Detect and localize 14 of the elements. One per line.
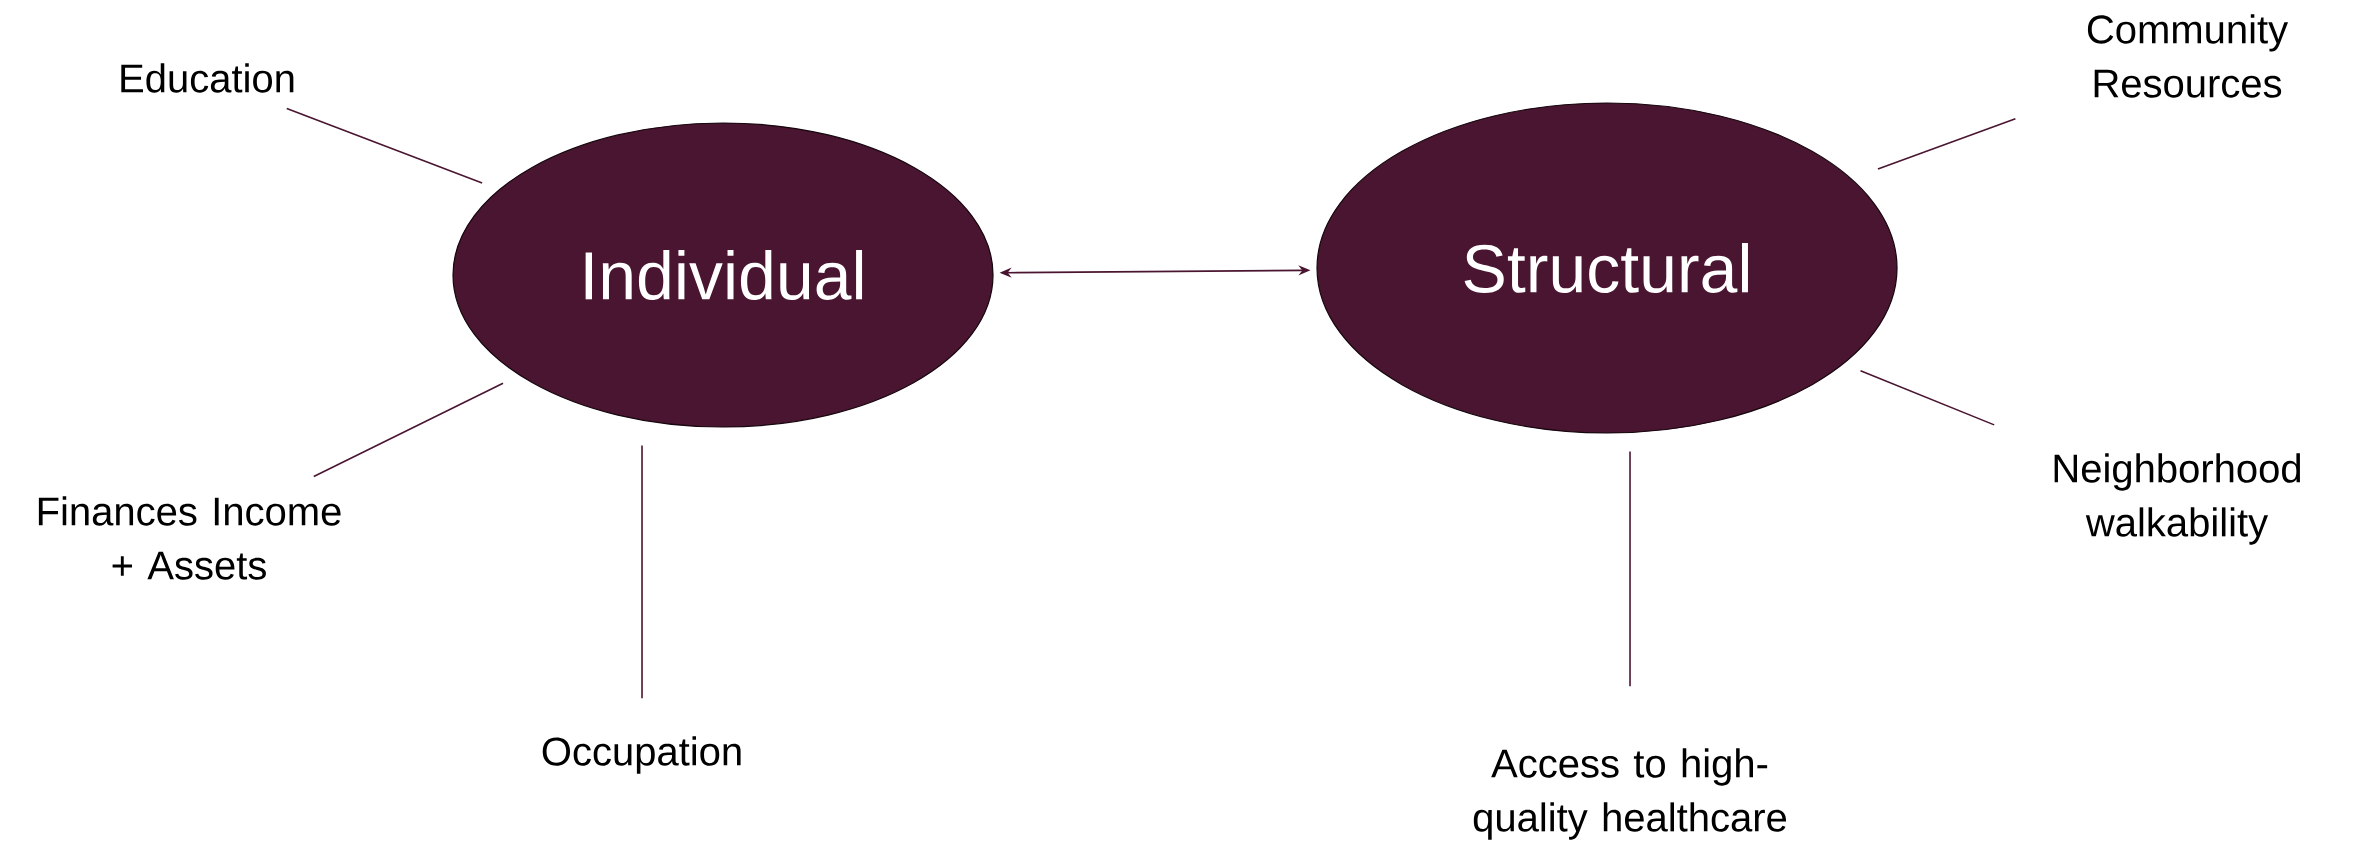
node-label: Neighborhood walkability <box>2054 453 2301 545</box>
leader-line <box>1629 450 1631 687</box>
node-label: Occupation <box>542 736 741 774</box>
oval-node: Structural <box>1316 102 1898 434</box>
node-label: Finances Income + Assets <box>38 496 341 580</box>
node-label: Community Resources <box>2087 14 2289 98</box>
oval-node: Individual <box>452 122 994 428</box>
node-label: Education <box>121 63 294 93</box>
node-label: Access to high-quality healthcare <box>1473 748 1787 840</box>
leader-line <box>313 382 504 478</box>
leader-line <box>641 444 643 699</box>
leader-line <box>1859 369 1995 426</box>
leader-line <box>1877 117 2017 170</box>
leader-line <box>285 107 483 184</box>
